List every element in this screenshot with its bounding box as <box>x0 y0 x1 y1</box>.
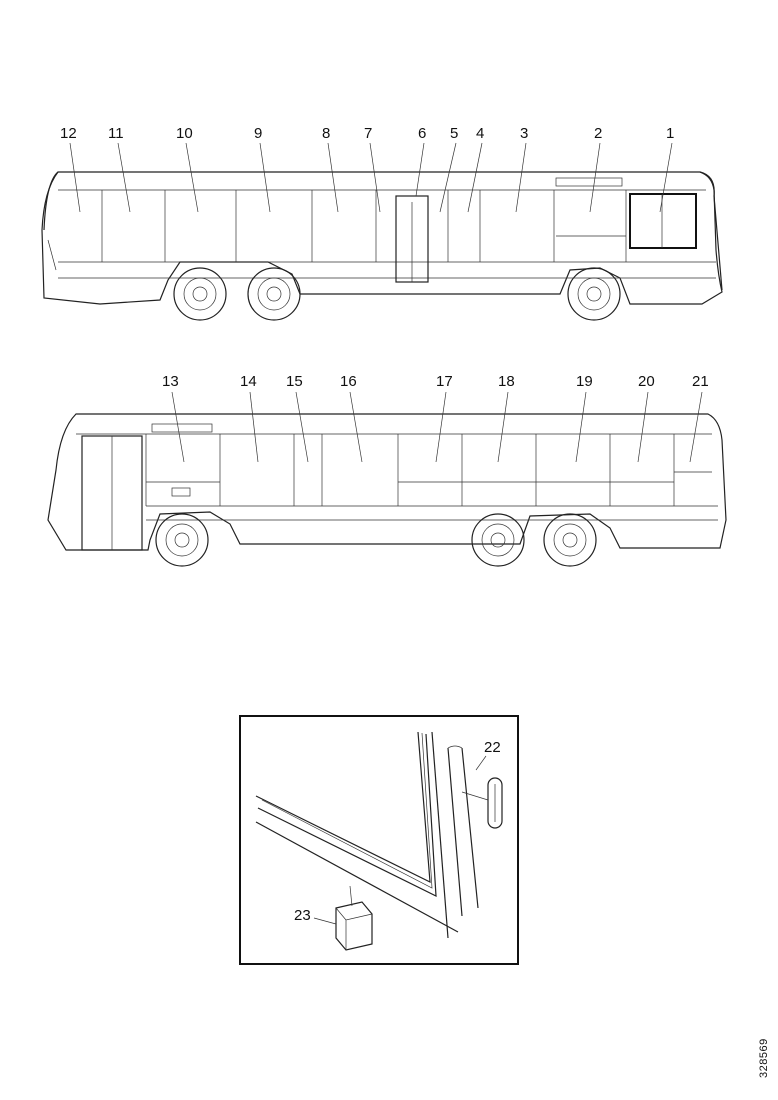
wheel-rear-b2 <box>543 513 597 567</box>
part-23-shape <box>335 901 373 951</box>
bus-side-view-b: 13 14 15 16 17 18 19 20 21 <box>47 373 727 567</box>
callout-16: 16 <box>340 373 357 390</box>
document-code-text: 328569 <box>758 1038 770 1078</box>
document-code: 328569 <box>748 1038 778 1080</box>
callout-20: 20 <box>638 373 655 390</box>
part-22-shape <box>487 777 503 829</box>
wheel-rear-2 <box>247 267 301 321</box>
callout-21: 21 <box>692 373 709 390</box>
callout-11: 11 <box>108 125 124 142</box>
callout-18: 18 <box>498 373 515 390</box>
callout-12: 12 <box>60 125 77 142</box>
callout-14: 14 <box>240 373 257 390</box>
wheel-rear-b1 <box>471 513 525 567</box>
detail-frame <box>239 715 519 965</box>
callout-22: 22 <box>484 739 501 756</box>
callout-10: 10 <box>176 125 193 142</box>
callout-2: 2 <box>594 125 602 142</box>
callout-9: 9 <box>254 125 262 142</box>
detail-inset: 22 23 <box>239 715 519 965</box>
callout-19: 19 <box>576 373 593 390</box>
wheel-front-b <box>155 513 209 567</box>
callout-1: 1 <box>666 125 674 142</box>
bus-side-view-a: 12 11 10 9 8 7 6 5 4 3 2 1 <box>41 125 723 321</box>
callout-4: 4 <box>476 125 484 142</box>
callout-8: 8 <box>322 125 330 142</box>
wheel-front <box>567 267 621 321</box>
callout-3: 3 <box>520 125 528 142</box>
callout-23: 23 <box>294 907 311 924</box>
callout-7: 7 <box>364 125 372 142</box>
callout-17: 17 <box>436 373 453 390</box>
callout-15-a: 15 <box>286 373 303 390</box>
callout-13: 13 <box>162 373 179 390</box>
callout-6: 6 <box>418 125 426 142</box>
wheel-rear-1 <box>173 267 227 321</box>
callout-5: 5 <box>450 125 458 142</box>
